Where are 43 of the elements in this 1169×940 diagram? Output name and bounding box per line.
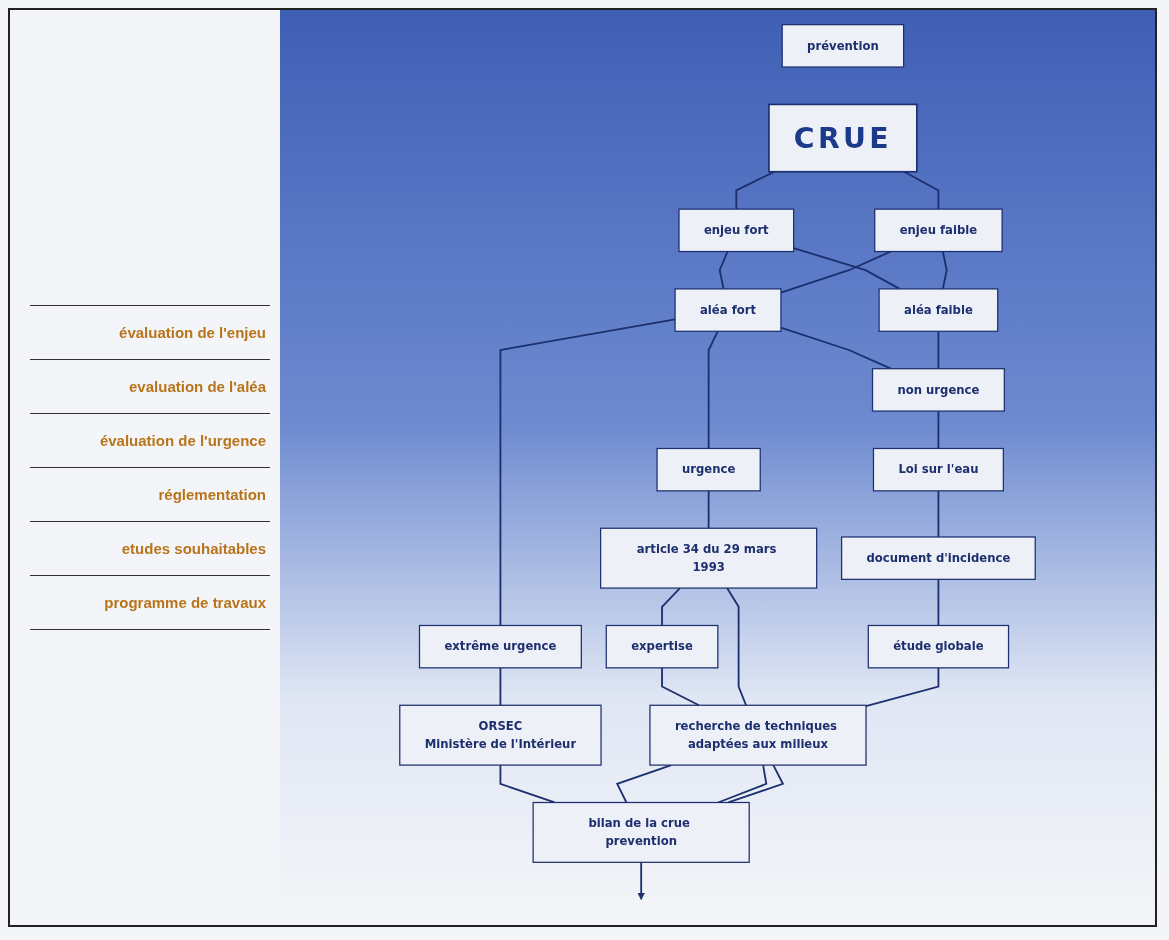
node-box: enjeu faible [874,208,1003,252]
arrow [637,860,645,900]
node-box: extrême urgence [418,624,582,668]
node-box: urgence [656,447,761,491]
row-label: réglementation [30,468,270,522]
node-box: enjeu fort [678,208,795,252]
connector [707,329,719,449]
connector [661,586,681,626]
node-box: recherche de techniques adaptées aux milieux [649,704,867,766]
connector [937,489,940,538]
node-box: ORSEC Ministère de l'Intérieur [399,704,602,766]
node-box: expertise [605,624,719,668]
connector [615,763,673,803]
connector [499,666,502,706]
row-label: évaluation de l'urgence [30,414,270,468]
row-label: évaluation de l'enjeu [30,305,270,360]
row-label: programme de travaux [30,576,270,630]
connector [661,666,700,706]
node-box: aléa fort [674,287,782,332]
connector [937,329,940,370]
node-box: étude globale [867,624,1010,668]
connector [499,317,676,626]
node-box: article 34 du 29 mars 1993 [600,527,818,589]
connector [726,586,747,706]
connector [718,250,729,290]
connector [941,250,948,290]
connector [937,409,940,449]
node-box: CRUE [768,103,918,173]
node-box: prévention [781,23,905,68]
node-box: aléa faible [878,287,999,332]
row-label: etudes souhaitables [30,522,270,576]
connector [780,326,892,370]
connector [865,666,940,707]
connector [735,170,776,210]
node-box: non urgence [871,367,1005,412]
connector [780,250,892,294]
node-box: document d'incidence [841,535,1036,580]
connector [903,170,940,210]
node-box: bilan de la crue prevention [532,801,750,863]
row-label: evaluation de l'aléa [30,360,270,414]
connector [937,577,940,626]
node-box: Loi sur l'eau [872,447,1004,491]
connector [707,489,710,529]
